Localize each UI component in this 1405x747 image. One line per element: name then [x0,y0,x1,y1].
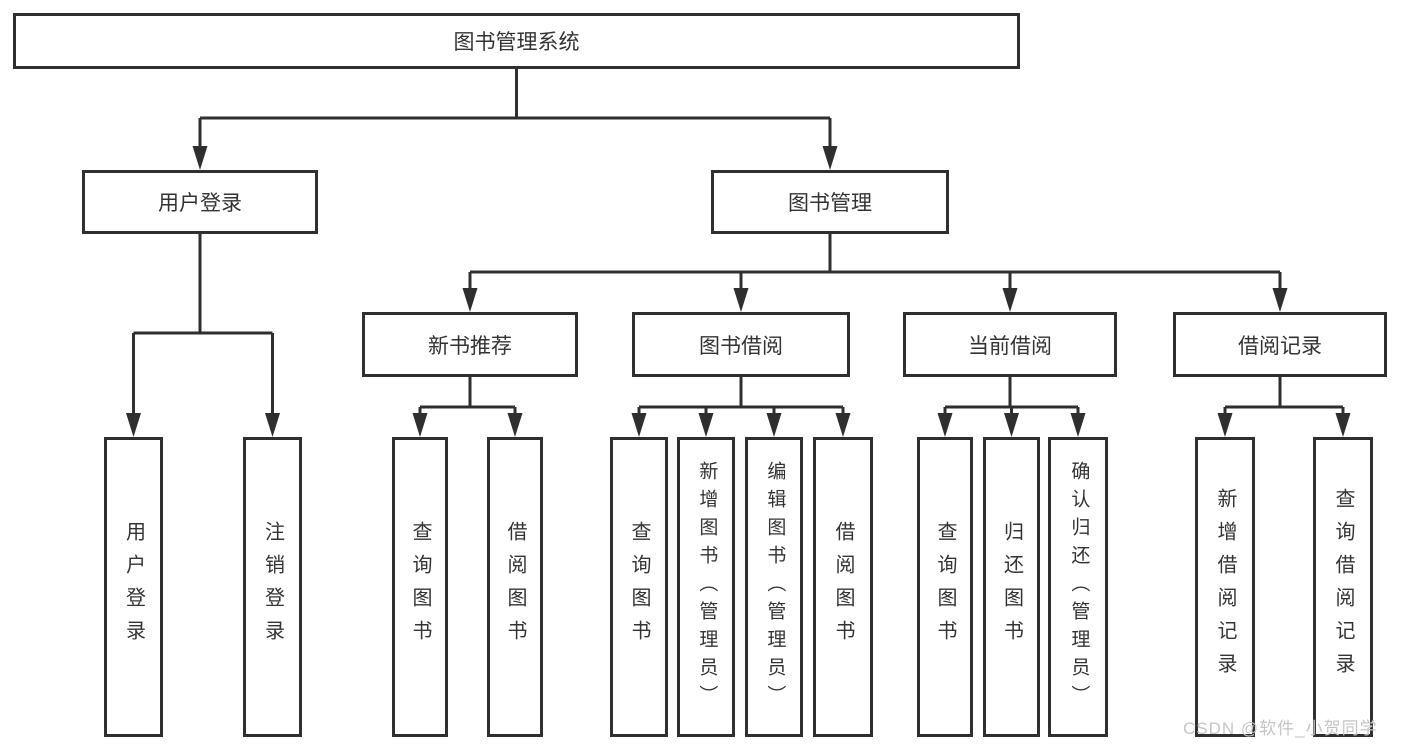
node-book-management: 图书管理 [711,170,949,234]
leaf-logout: 注销登录 [243,437,302,737]
leaf-borrow-books-newbook-label: 借阅图书 [504,521,526,653]
leaf-query-borrow-record: 查询借阅记录 [1313,437,1373,737]
leaf-add-borrow-record-label: 新增借阅记录 [1214,488,1236,686]
node-borrow-records: 借阅记录 [1173,312,1387,377]
node-book-borrow: 图书借阅 [632,312,850,377]
leaf-borrow-books-borrow-label: 借阅图书 [832,521,854,653]
leaf-borrow-books-borrow: 借阅图书 [813,437,873,737]
node-new-book-recommend: 新书推荐 [362,312,578,377]
leaf-add-borrow-record: 新增借阅记录 [1195,437,1255,737]
leaf-add-book-admin: 新增图书（管理员） [677,437,735,737]
connector-root-branch [192,68,838,170]
node-user-login: 用户登录 [82,170,318,234]
connector-user-login-branch [126,234,280,437]
leaf-query-books-newbook: 查询图书 [392,437,448,737]
leaf-confirm-return-admin: 确认归还（管理员） [1048,437,1108,737]
leaf-return-book-label: 归还图书 [1000,521,1023,653]
connector-current-borrow-branch [937,377,1086,437]
csdn-watermark: CSDN @软件_小贺同学 [1183,719,1378,738]
leaf-user-login-label: 用户登录 [122,521,145,653]
leaf-query-books-newbook-label: 查询图书 [409,521,431,653]
connector-new-book-branch [412,377,523,437]
leaf-edit-book-admin-label: 编辑图书（管理员） [764,461,786,713]
leaf-edit-book-admin: 编辑图书（管理员） [745,437,803,737]
node-current-borrow: 当前借阅 [903,312,1117,377]
connector-book-management-branch [462,234,1288,312]
leaf-borrow-books-newbook: 借阅图书 [487,437,543,737]
leaf-add-book-admin-label: 新增图书（管理员） [696,461,718,713]
leaf-query-books-borrow: 查询图书 [610,437,668,737]
leaf-query-borrow-record-label: 查询借阅记录 [1332,488,1354,686]
leaf-query-books-current-label: 查询图书 [934,521,956,653]
leaf-query-books-borrow-label: 查询图书 [628,521,650,653]
leaf-query-books-current: 查询图书 [917,437,973,737]
connector-book-borrow-branch [631,377,851,437]
connector-borrow-records-branch [1217,377,1351,437]
leaf-logout-label: 注销登录 [261,521,284,653]
leaf-confirm-return-admin-label: 确认归还（管理员） [1068,461,1090,713]
leaf-return-book: 归还图书 [983,437,1040,737]
node-root: 图书管理系统 [13,13,1020,69]
leaf-user-login: 用户登录 [104,437,163,737]
